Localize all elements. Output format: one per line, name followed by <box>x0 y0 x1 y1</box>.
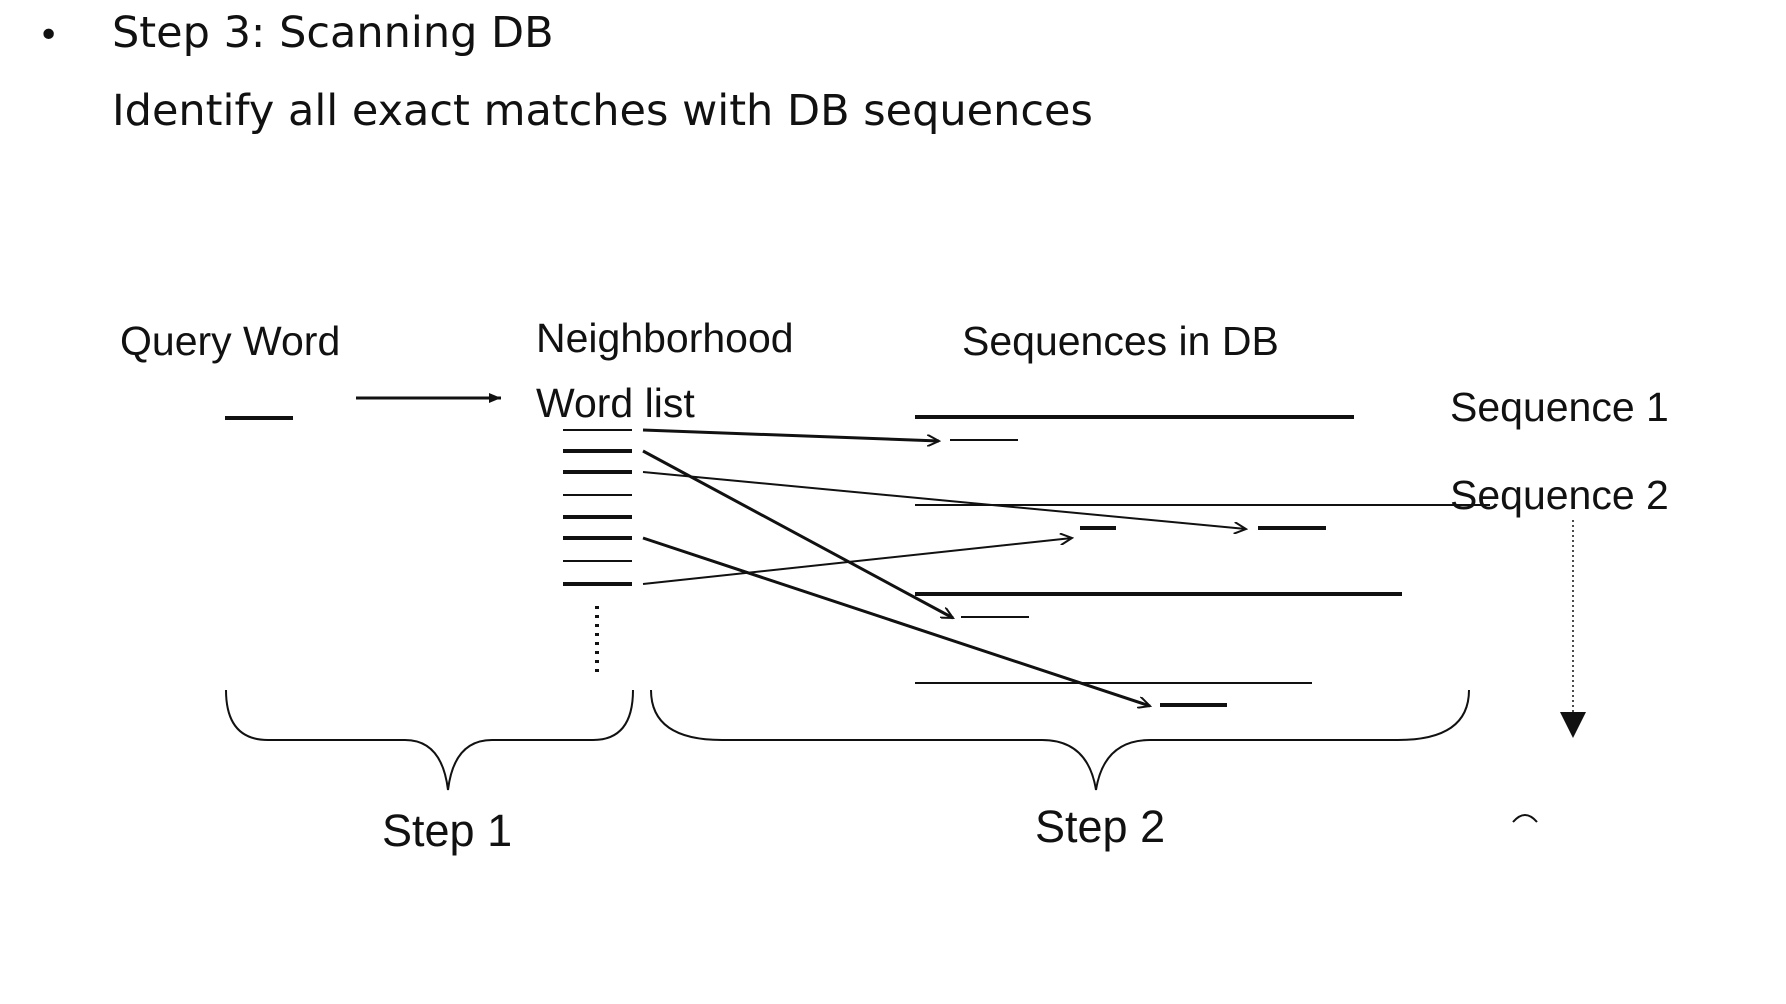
sequences-in-db-label: Sequences in DB <box>962 318 1279 364</box>
mapping-arrow <box>642 536 1150 706</box>
neighborhood-label: Neighborhood <box>536 315 794 361</box>
small-arc-mark <box>1512 814 1538 823</box>
sequence-1-label: Sequence 1 <box>1450 384 1669 430</box>
step-2-brace <box>650 689 1470 791</box>
scan-direction-arrowhead <box>1560 712 1586 738</box>
mapping-arrows <box>642 428 1246 706</box>
slide-heading: Step 3: Scanning DB <box>112 8 554 58</box>
mapping-arrow <box>642 449 953 620</box>
bullet-heading: • Step 3: Scanning DB <box>38 8 554 58</box>
mapping-arrow <box>642 428 939 441</box>
step-2-label: Step 2 <box>1035 801 1165 852</box>
sequence-2-label: Sequence 2 <box>1450 472 1669 518</box>
mapping-arrow <box>642 538 1072 585</box>
mapping-arrow <box>642 471 1246 529</box>
word-list-label: Word list <box>536 380 695 426</box>
query-word-label: Query Word <box>120 318 340 364</box>
step-1-brace <box>225 689 634 791</box>
neighborhood-word-list <box>563 429 632 672</box>
slide-subheading: Identify all exact matches with DB seque… <box>112 86 1093 136</box>
bullet-marker: • <box>38 15 60 56</box>
step-1-label: Step 1 <box>382 805 512 856</box>
db-sequences <box>915 415 1490 684</box>
match-segments <box>950 439 1326 707</box>
